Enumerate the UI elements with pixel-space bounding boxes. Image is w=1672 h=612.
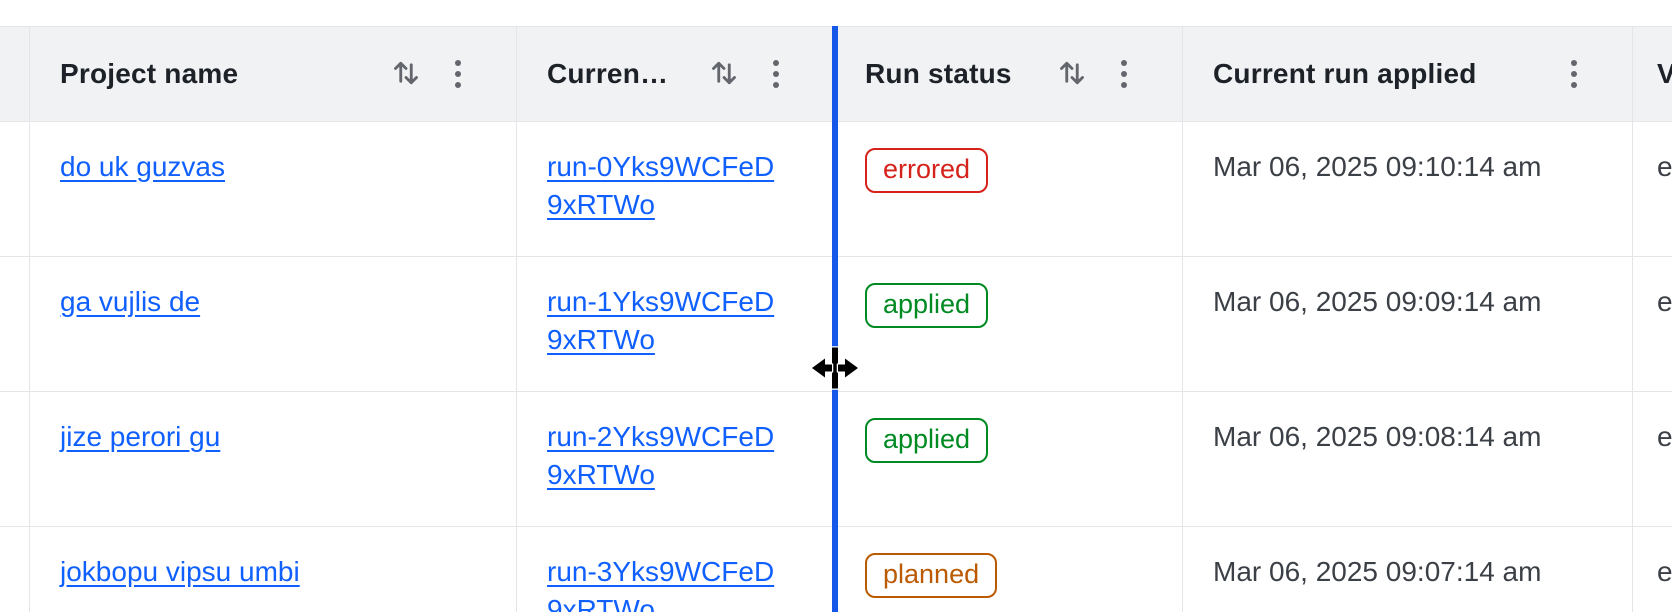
cell-current-run-applied: Mar 06, 2025 09:07:14 am bbox=[1183, 527, 1633, 612]
cell-run-status: planned bbox=[835, 527, 1183, 612]
sort-button[interactable] bbox=[1054, 55, 1090, 94]
cell-project-name: jize perori gu bbox=[30, 392, 517, 526]
project-link[interactable]: ga vujlis de bbox=[60, 286, 201, 317]
project-link[interactable]: jokbopu vipsu umbi bbox=[60, 556, 300, 587]
cell-current-run: run-1Yks9WCFeD9xRTWo bbox=[517, 257, 835, 391]
project-link[interactable]: jize perori gu bbox=[60, 421, 221, 452]
cell-current-run: run-0Yks9WCFeD9xRTWo bbox=[517, 122, 835, 256]
kebab-icon bbox=[1571, 60, 1577, 88]
header-cell-run-status[interactable]: Run status bbox=[835, 27, 1183, 121]
cell-run-status: applied bbox=[835, 392, 1183, 526]
cell-project-name: do uk guzvas bbox=[30, 122, 517, 256]
kebab-icon bbox=[773, 60, 779, 88]
cell-gutter bbox=[0, 257, 30, 391]
header-cell-project-name[interactable]: Project name bbox=[30, 27, 517, 121]
column-menu-button[interactable] bbox=[452, 60, 464, 88]
column-resize-indicator[interactable] bbox=[832, 26, 838, 612]
project-link[interactable]: do uk guzvas bbox=[60, 151, 225, 182]
header-cell-current-run[interactable]: Curren… bbox=[517, 27, 835, 121]
cell-current-run: run-3Yks9WCFeD9xRTWo bbox=[517, 527, 835, 612]
kebab-icon bbox=[1121, 60, 1127, 88]
status-badge: applied bbox=[865, 418, 989, 463]
column-menu-button[interactable] bbox=[1568, 60, 1580, 88]
run-link[interactable]: run-3Yks9WCFeD9xRTWo bbox=[547, 556, 775, 612]
column-menu-button[interactable] bbox=[770, 60, 782, 88]
sort-arrows-icon bbox=[706, 55, 742, 94]
cell-current-run-applied: Mar 06, 2025 09:10:14 am bbox=[1183, 122, 1633, 256]
cell-project-name: ga vujlis de bbox=[30, 257, 517, 391]
header-cell-current-run-applied[interactable]: Current run applied bbox=[1183, 27, 1633, 121]
run-link[interactable]: run-0Yks9WCFeD9xRTWo bbox=[547, 151, 775, 220]
sort-button[interactable] bbox=[388, 55, 424, 94]
cell-partial: e bbox=[1657, 286, 1672, 317]
kebab-icon bbox=[455, 60, 461, 88]
cell-gutter bbox=[0, 392, 30, 526]
cell-partial: e bbox=[1657, 556, 1672, 587]
sort-button[interactable] bbox=[706, 55, 742, 94]
column-label: Project name bbox=[60, 58, 239, 89]
sort-arrows-icon bbox=[388, 55, 424, 94]
cell-current-run-applied: Mar 06, 2025 09:09:14 am bbox=[1183, 257, 1633, 391]
cell-current-run-applied: Mar 06, 2025 09:08:14 am bbox=[1183, 392, 1633, 526]
column-label: Run status bbox=[865, 58, 1012, 89]
run-link[interactable]: run-2Yks9WCFeD9xRTWo bbox=[547, 421, 775, 490]
sort-arrows-icon bbox=[1054, 55, 1090, 94]
column-label: Current run applied bbox=[1213, 58, 1477, 89]
header-cell-gutter bbox=[0, 27, 30, 121]
cell-current-run: run-2Yks9WCFeD9xRTWo bbox=[517, 392, 835, 526]
column-label: Curren… bbox=[547, 58, 669, 89]
header-cell-partial: V bbox=[1633, 27, 1672, 121]
cell-partial: e bbox=[1657, 151, 1672, 182]
column-menu-button[interactable] bbox=[1118, 60, 1130, 88]
run-link[interactable]: run-1Yks9WCFeD9xRTWo bbox=[547, 286, 775, 355]
cell-gutter bbox=[0, 527, 30, 612]
cell-gutter bbox=[0, 122, 30, 256]
cell-project-name: jokbopu vipsu umbi bbox=[30, 527, 517, 612]
status-badge: planned bbox=[865, 553, 998, 598]
cell-partial: e bbox=[1657, 421, 1672, 452]
column-label: V bbox=[1657, 58, 1672, 90]
status-badge: applied bbox=[865, 283, 989, 328]
cell-run-status: applied bbox=[835, 257, 1183, 391]
cell-run-status: errored bbox=[835, 122, 1183, 256]
status-badge: errored bbox=[865, 148, 989, 193]
